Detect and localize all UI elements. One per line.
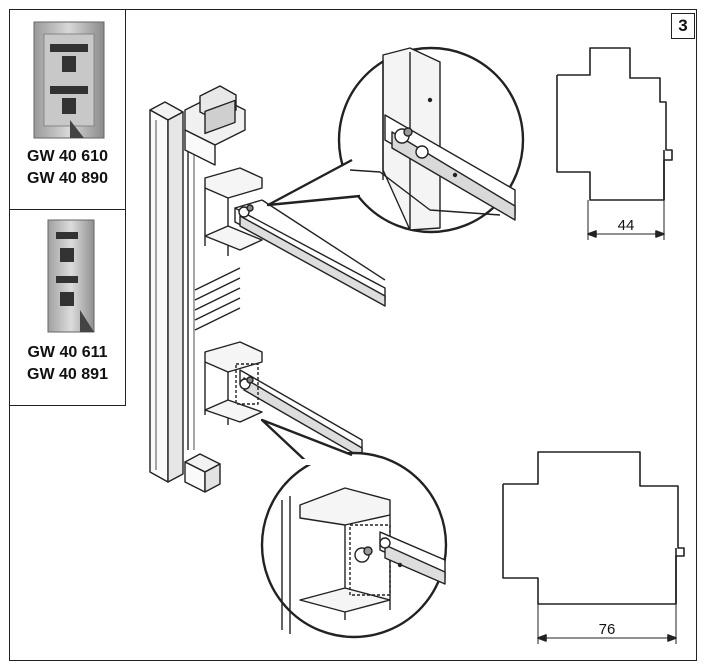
side-slats xyxy=(194,267,241,331)
lower-detail-magnifier xyxy=(260,418,448,639)
upper-din-rail xyxy=(204,167,386,307)
product-code: GW 40 890 xyxy=(27,170,108,187)
bottom-junction-box xyxy=(184,453,221,493)
large-module-profile xyxy=(502,451,685,644)
small-module-width-label: 44 xyxy=(618,217,635,234)
lower-din-rail xyxy=(204,341,363,459)
four-button-keypad-icon xyxy=(47,219,95,333)
product-code: GW 40 891 xyxy=(27,366,108,383)
enclosure-post xyxy=(149,101,195,483)
small-module-profile xyxy=(556,47,673,240)
top-connector xyxy=(184,85,246,166)
step-number: 3 xyxy=(671,13,695,39)
large-module-width-label: 76 xyxy=(599,621,616,638)
product-panel-2: GW 40 611 GW 40 891 xyxy=(9,209,126,406)
upper-detail-magnifier xyxy=(266,46,525,234)
product-code: GW 40 611 xyxy=(27,344,108,361)
two-button-keypad-icon xyxy=(33,21,105,139)
product-code: GW 40 610 xyxy=(27,148,108,165)
